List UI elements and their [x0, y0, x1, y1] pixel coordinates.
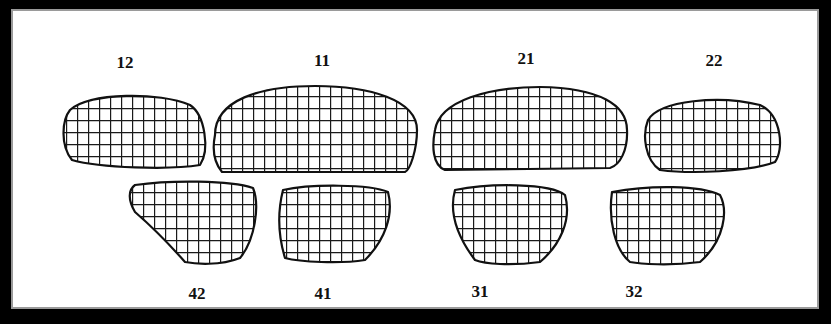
tooth-outline — [64, 96, 206, 168]
tooth-number: 11 — [314, 52, 330, 69]
white-ground — [12, 10, 818, 308]
tooth-outline — [453, 185, 567, 264]
tooth-outline — [433, 87, 627, 170]
tooth-outline — [645, 100, 780, 172]
tooth-number: 22 — [706, 52, 723, 69]
tooth-outline — [611, 187, 724, 264]
tooth-number: 31 — [472, 283, 489, 300]
tooth-number: 21 — [518, 50, 535, 67]
tooth-number: 42 — [189, 285, 206, 302]
tooth-number: 41 — [315, 285, 332, 302]
tooth-outline — [130, 182, 256, 264]
tooth-outline — [279, 186, 389, 262]
tooth-number: 32 — [626, 283, 643, 300]
tooth-outline — [214, 86, 417, 172]
tooth-number: 12 — [117, 54, 134, 71]
